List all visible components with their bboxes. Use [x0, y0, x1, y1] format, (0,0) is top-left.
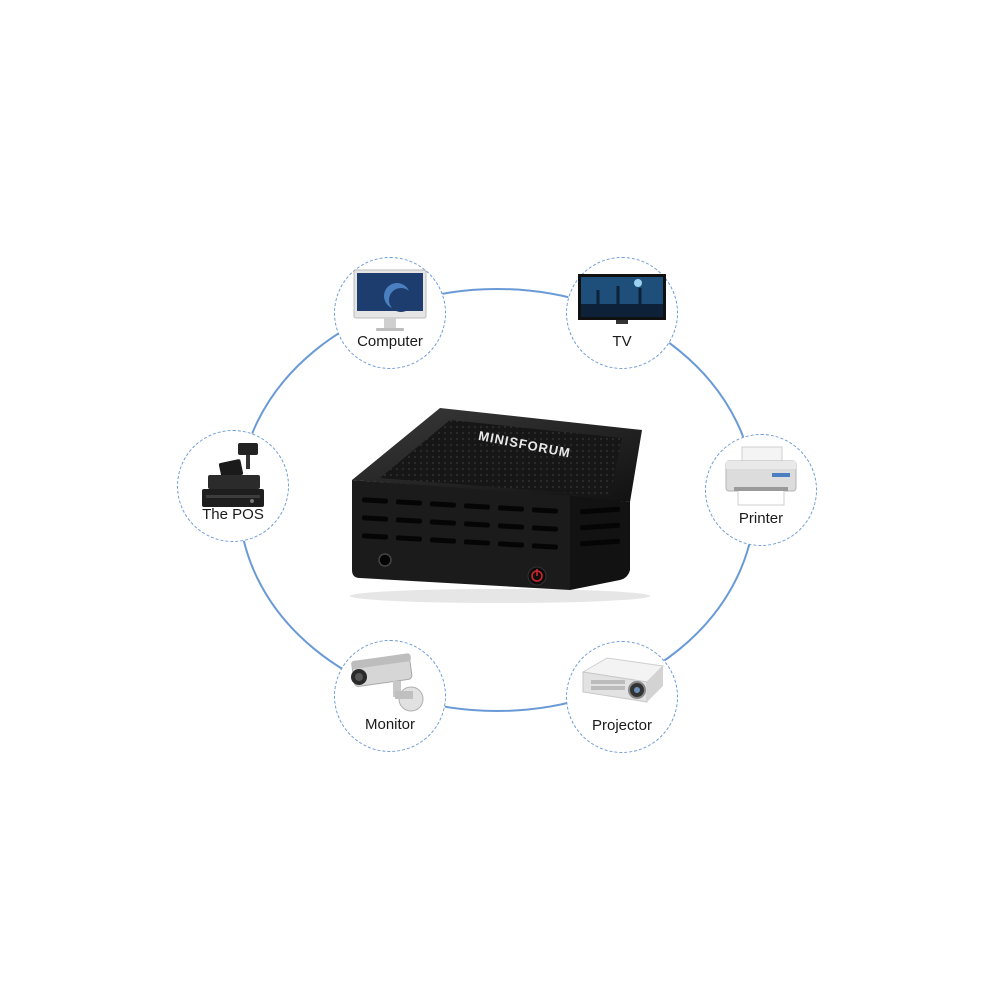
cash-register-icon: [202, 443, 264, 507]
device-printer: Printer: [705, 434, 817, 546]
device-label-projector: Projector: [591, 717, 653, 734]
device-tv: TV: [566, 257, 678, 369]
device-label-computer: Computer: [357, 333, 423, 350]
projector-icon: [581, 657, 665, 703]
tv-icon: [578, 274, 666, 324]
device-label-tv: TV: [612, 333, 632, 350]
printer-icon: [725, 446, 797, 506]
device-label-printer: Printer: [738, 510, 784, 527]
mini-pc-icon: [350, 408, 650, 603]
device-label-monitor: Monitor: [364, 716, 416, 733]
device-computer: Computer: [334, 257, 446, 369]
device-projector: Projector: [566, 641, 678, 753]
device-label-pos: The POS: [202, 506, 264, 523]
device-monitor: Monitor: [334, 640, 446, 752]
device-pos: The POS: [177, 430, 289, 542]
security-camera-icon: [351, 653, 424, 712]
computer-icon: [353, 269, 427, 331]
